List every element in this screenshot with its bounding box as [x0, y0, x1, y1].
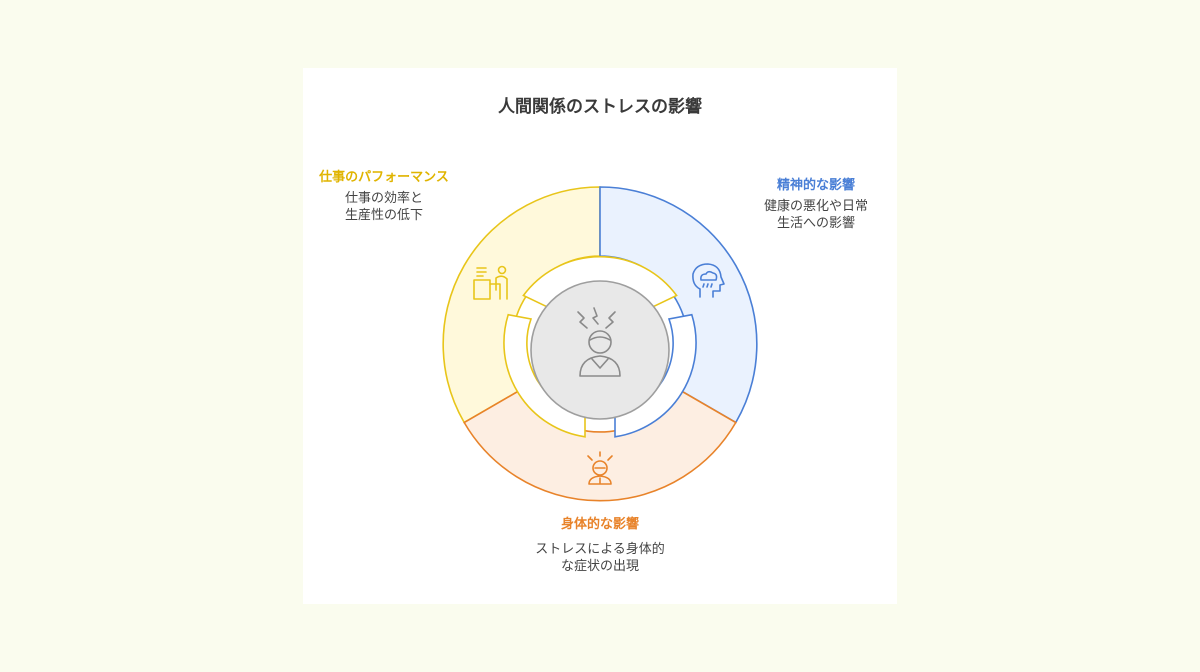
performance-desc-line-1: 仕事の効率と [344, 191, 423, 206]
mental-label-block: 精神的な影響 健康の悪化や日常 生活への影響 [752, 177, 880, 232]
inner-ring-performance [503, 313, 586, 438]
desk-worker-icon [473, 265, 508, 300]
physical-desc-line-1: ストレスによる身体的 [535, 542, 665, 557]
physical-title: 身体的な影響 [560, 517, 639, 532]
performance-description: 仕事の効率と 生産性の低下 [318, 190, 450, 224]
physical-label-block: 身体的な影響 ストレスによる身体的 な症状の出現 [510, 516, 690, 575]
center-circle [530, 280, 670, 420]
physical-description: ストレスによる身体的 な症状の出現 [510, 541, 690, 575]
mental-desc-line-2: 生活への影響 [776, 216, 855, 231]
inner-ring-physical [614, 313, 697, 438]
mental-title: 精神的な影響 [776, 178, 855, 193]
mental-description: 健康の悪化や日常 生活への影響 [752, 198, 880, 232]
page-title: 人間関係のストレスの影響 [498, 97, 702, 117]
mental-desc-line-1: 健康の悪化や日常 [763, 199, 868, 214]
performance-title: 仕事のパフォーマンス [319, 170, 449, 185]
sick-person-icon [587, 451, 613, 485]
physical-desc-line-2: な症状の出現 [560, 559, 639, 574]
stressed-person-icon [577, 307, 621, 377]
head-raincloud-icon [692, 263, 725, 298]
performance-label-block: 仕事のパフォーマンス 仕事の効率と 生産性の低下 [318, 169, 450, 224]
performance-desc-line-2: 生産性の低下 [344, 208, 423, 223]
